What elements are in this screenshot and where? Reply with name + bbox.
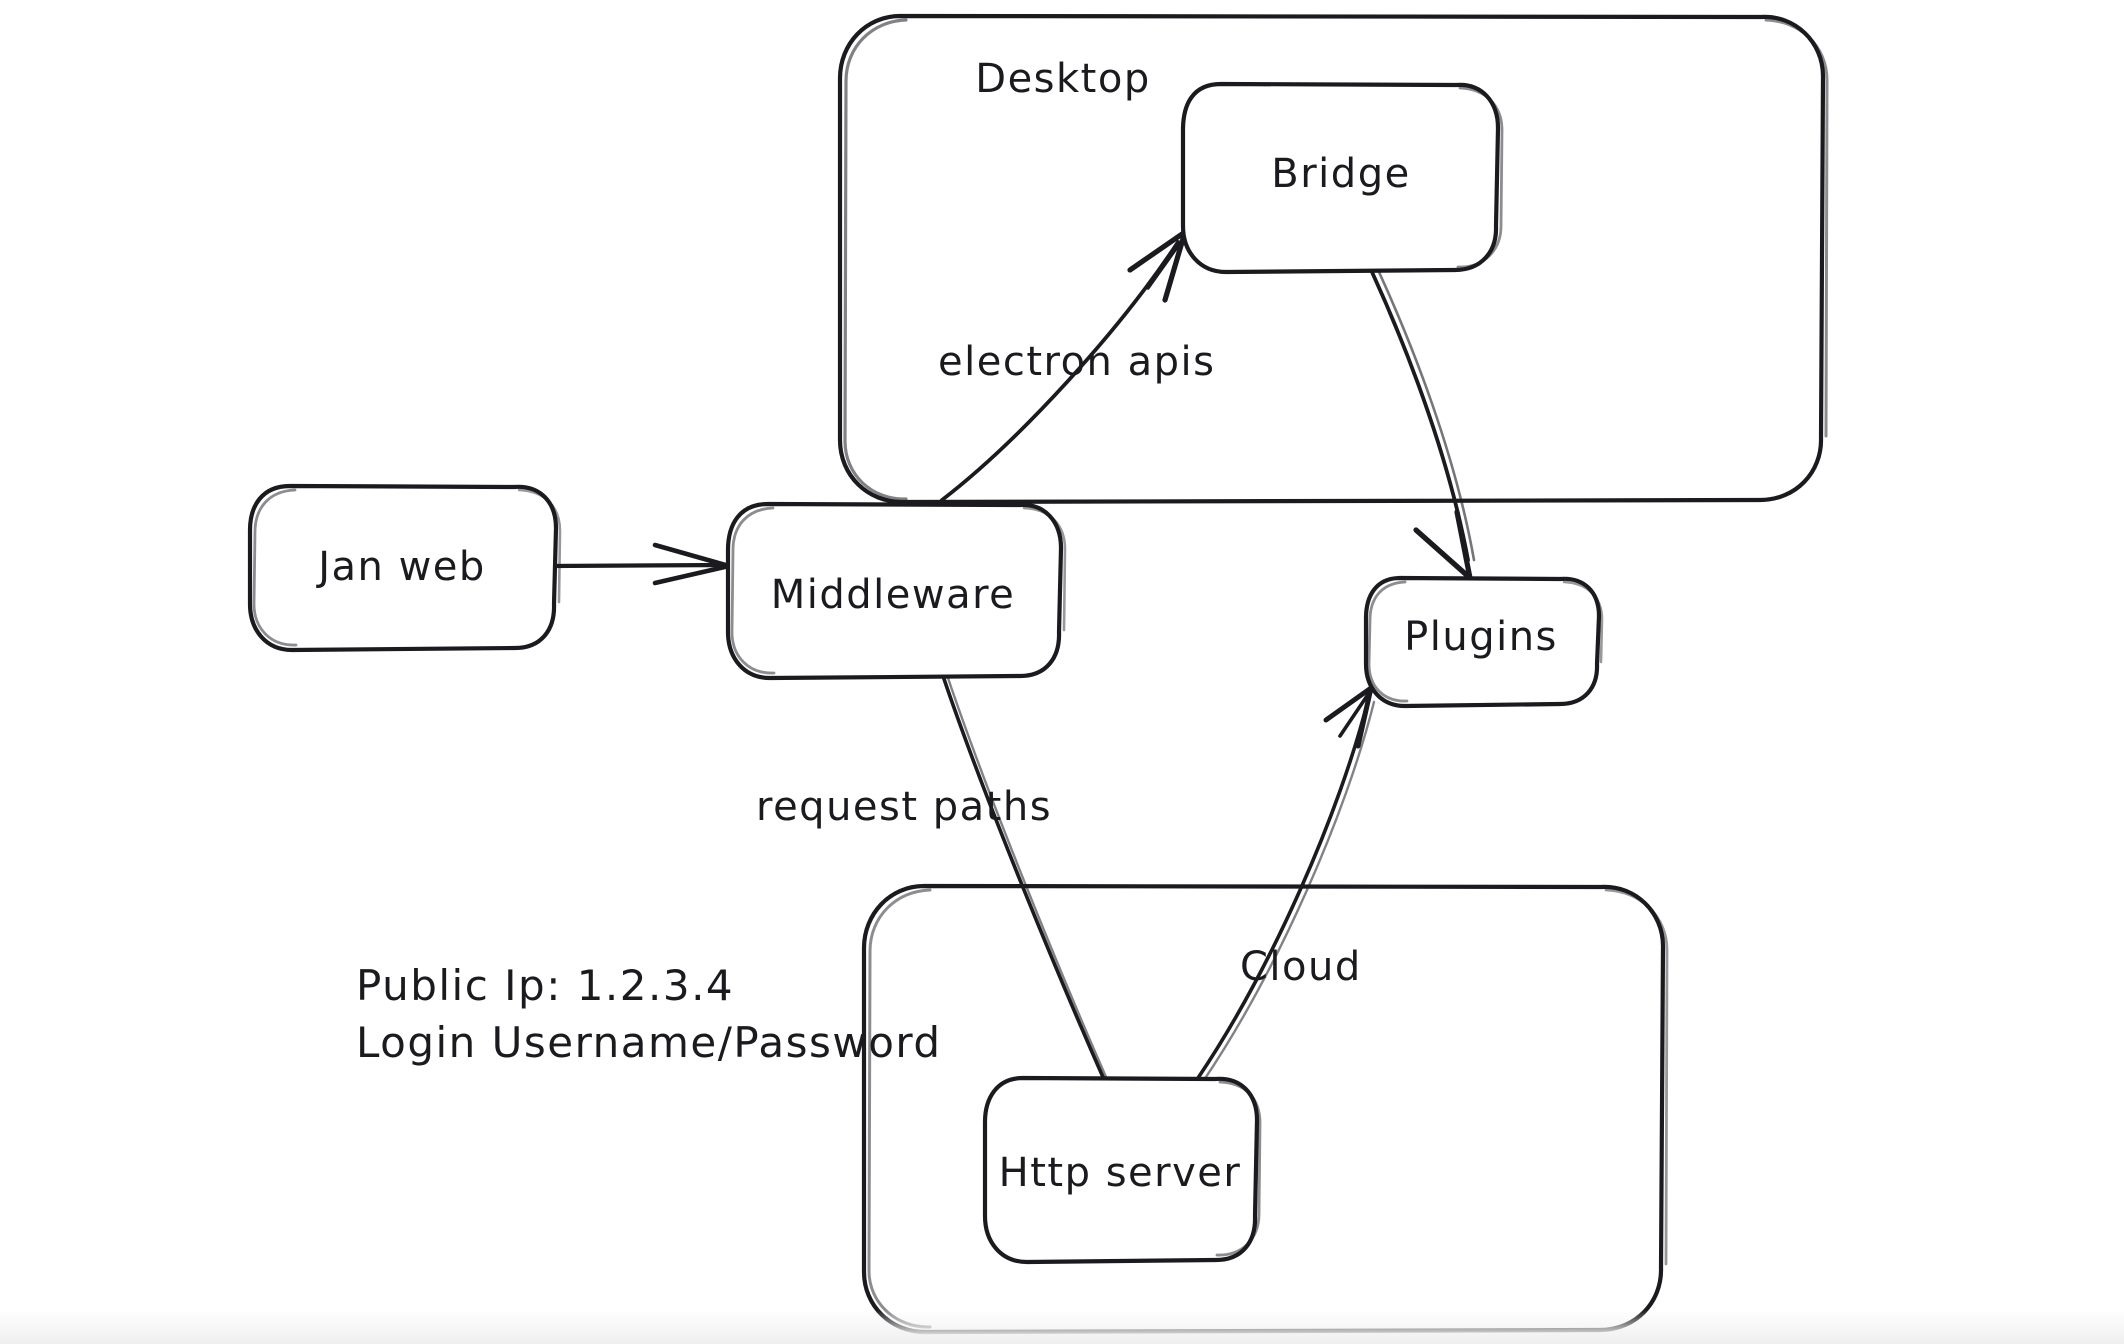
- note-public-ip-block: Public Ip: 1.2.3.4 Login Username/Passwo…: [356, 961, 942, 1067]
- node-http-server[interactable]: Http server: [982, 1075, 1262, 1265]
- note-public-ip: Public Ip: 1.2.3.4: [356, 961, 734, 1010]
- edge-middleware-to-httpserver[interactable]: request paths: [756, 674, 1112, 1088]
- node-label-plugins: Plugins: [1404, 614, 1558, 660]
- node-label-http-server: Http server: [999, 1150, 1242, 1196]
- edge-bridge-to-plugins[interactable]: [1370, 270, 1476, 581]
- edge-middleware-to-bridge[interactable]: electron apis: [938, 229, 1215, 502]
- node-label-middleware: Middleware: [771, 572, 1016, 618]
- edge-label-cloud: Cloud: [1240, 944, 1362, 990]
- node-label-bridge: Bridge: [1271, 151, 1410, 197]
- node-label-jan-web: Jan web: [315, 544, 486, 590]
- node-middleware[interactable]: Middleware: [725, 501, 1067, 681]
- note-login-credentials: Login Username/Password: [356, 1018, 942, 1067]
- edge-label-electron-apis: electron apis: [938, 339, 1215, 385]
- edge-label-request-paths: request paths: [756, 784, 1052, 830]
- node-jan-web[interactable]: Jan web: [247, 483, 562, 653]
- group-label-desktop: Desktop: [975, 56, 1150, 102]
- node-bridge[interactable]: Bridge: [1180, 81, 1504, 275]
- edge-httpserver-to-plugins[interactable]: Cloud: [1196, 685, 1376, 1082]
- edge-janweb-to-middleware[interactable]: [548, 542, 732, 586]
- node-plugins[interactable]: Plugins: [1363, 575, 1604, 709]
